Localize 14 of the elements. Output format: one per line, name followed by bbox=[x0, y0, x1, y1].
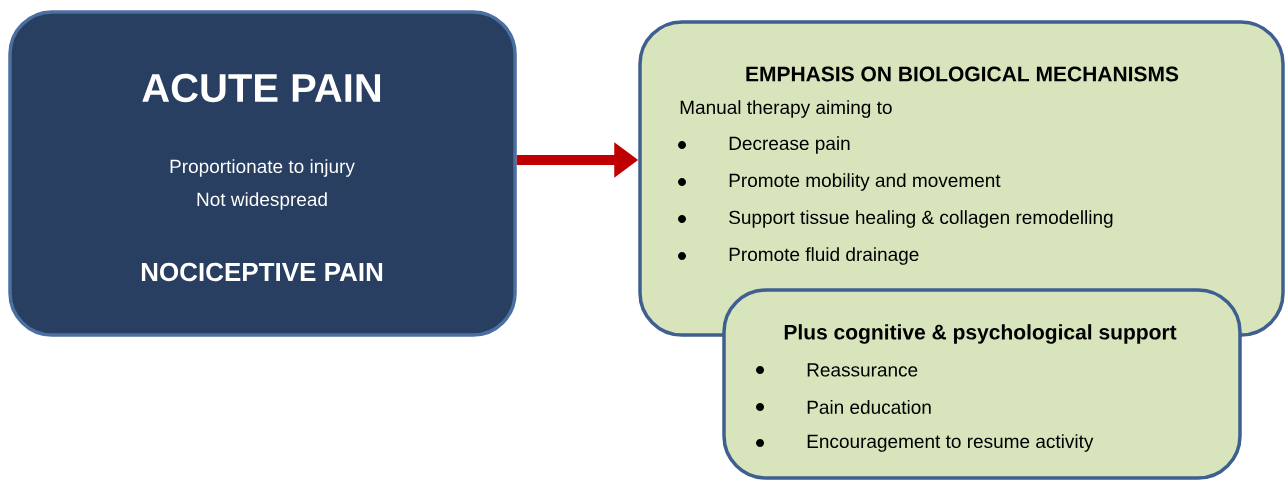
body-text: Proportionate to injury bbox=[170, 159, 355, 177]
heading: Plus cognitive & psychological support bbox=[784, 324, 1177, 344]
heading: EMPHASIS ON BIOLOGICAL MECHANISMS bbox=[746, 66, 1179, 82]
body-text: Manual therapy aiming to bbox=[680, 100, 892, 118]
bullet-item: Pain education bbox=[756, 400, 931, 414]
bullet-item: Encouragement to resume activity bbox=[756, 434, 1094, 452]
heading: ACUTE PAIN bbox=[142, 73, 381, 103]
bullet-item: Reassurance bbox=[756, 363, 918, 377]
bullet-item: Decrease pain bbox=[678, 136, 850, 154]
bullet-item: Promote fluid drainage bbox=[678, 247, 919, 265]
bullet-item: Promote mobility and movement bbox=[678, 173, 1001, 191]
bullet-item: Support tissue healing & collagen remodelling bbox=[678, 210, 1113, 228]
body-text: Not widespread bbox=[197, 192, 327, 210]
subheading: NOCICEPTIVE PAIN bbox=[141, 262, 383, 282]
